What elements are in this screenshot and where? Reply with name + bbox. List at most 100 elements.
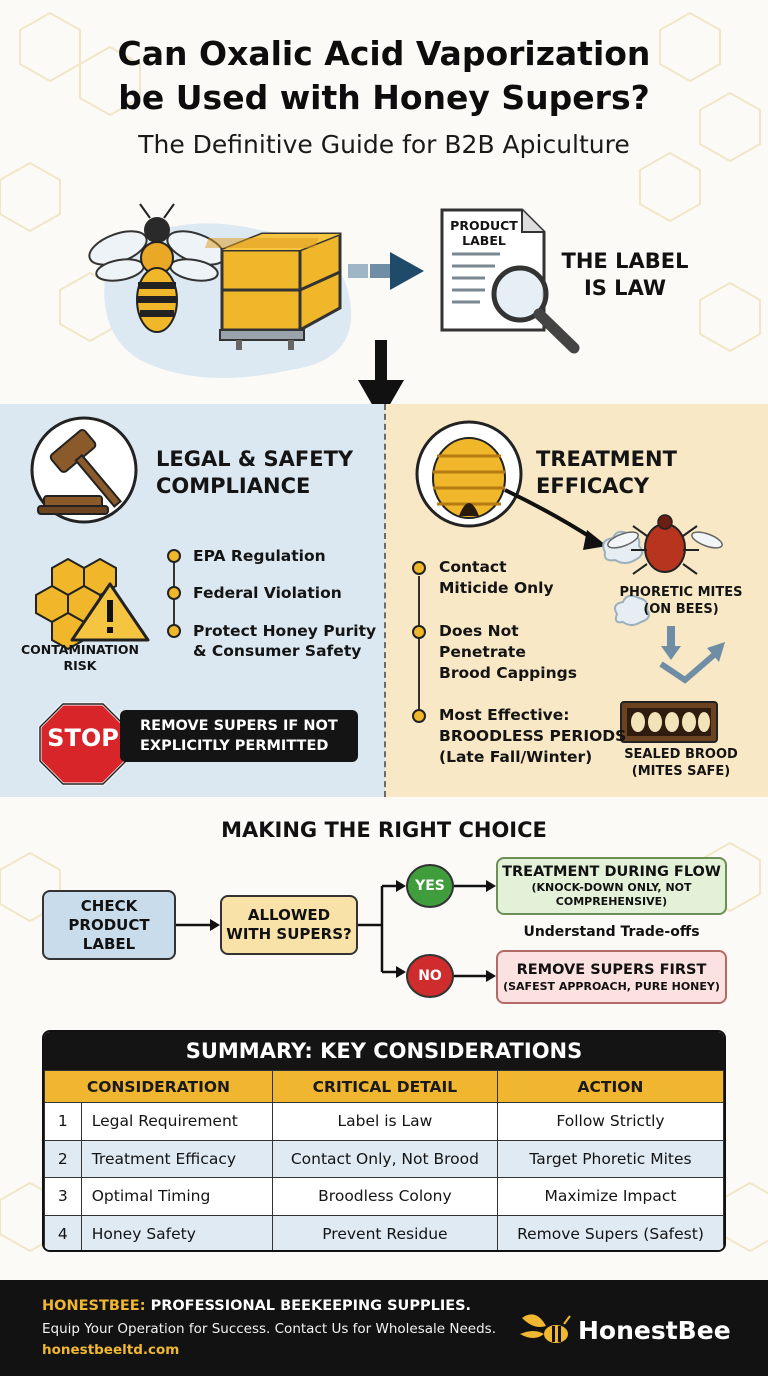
list-dot: [167, 624, 181, 638]
efficacy-heading-line-1: TREATMENT: [536, 447, 677, 471]
magnifier-icon: [491, 265, 580, 354]
row-action: Target Phoretic Mites: [496, 1139, 724, 1178]
summary-title: SUMMARY: KEY CONSIDERATIONS: [44, 1032, 724, 1070]
check-line-1: CHECK: [80, 896, 138, 915]
table-row: 4 Honey Safety Prevent Residue Remove Su…: [44, 1214, 724, 1250]
legal-heading-line-2: COMPLIANCE: [156, 474, 311, 498]
row-number: 4: [44, 1214, 82, 1250]
check-line-3: LABEL: [82, 934, 136, 953]
brood-frame-icon: [620, 701, 718, 743]
risk-line-1: CONTAMINATION: [20, 642, 139, 657]
item3-line-2: BROODLESS PERIODS: [439, 727, 627, 745]
footer-tagline: HONESTBEE: PROFESSIONAL BEEKEEPING SUPPL…: [42, 1298, 471, 1314]
stop-sign-text: STOP: [47, 724, 119, 752]
law-line-1: THE LABEL: [561, 249, 689, 273]
legal-heading: LEGAL & SAFETY COMPLIANCE: [156, 446, 353, 500]
summary-header-row: CONSIDERATION CRITICAL DETAIL ACTION: [44, 1070, 724, 1103]
row-action: Follow Strictly: [496, 1102, 724, 1141]
yes-note-line-2: COMPREHENSIVE): [555, 895, 668, 908]
doc-label-line-1: PRODUCT: [450, 218, 518, 233]
legal-item: Protect Honey Purity: [193, 622, 377, 640]
item1-line-2: Miticide Only: [439, 579, 554, 597]
contamination-risk: CONTAMINATION RISK: [18, 642, 142, 674]
item3-line-1: Most Effective:: [439, 706, 570, 724]
legal-item: EPA Regulation: [193, 547, 326, 565]
yes-title: TREATMENT DURING FLOW: [502, 864, 721, 880]
footer-url-link[interactable]: honestbeeltd.com: [42, 1342, 180, 1358]
yes-badge: YES: [406, 864, 454, 908]
allowed-line-2: WITH SUPERS?: [226, 925, 352, 943]
allowed-line-1: ALLOWED: [247, 906, 331, 924]
title-line-2: be Used with Honey Supers?: [118, 78, 650, 117]
efficacy-graphics: [415, 420, 725, 743]
table-row: 1 Legal Requirement Label is Law Follow …: [44, 1102, 724, 1141]
row-action: Remove Supers (Safest): [496, 1214, 724, 1250]
legal-item: Federal Violation: [193, 584, 342, 602]
mite-icon: [607, 514, 723, 575]
banner-line-2: EXPLICITLY PERMITTED: [140, 738, 329, 754]
efficacy-heading-line-2: EFFICACY: [536, 474, 650, 498]
summary-table: SUMMARY: KEY CONSIDERATIONS CONSIDERATIO…: [42, 1030, 726, 1252]
list-dot: [412, 625, 426, 639]
item3-line-3: (Late Fall/Winter): [439, 748, 593, 766]
remove-supers-first-box: REMOVE SUPERS FIRST (SAFEST APPROACH, PU…: [496, 950, 727, 1004]
remove-supers-banner: REMOVE SUPERS IF NOT EXPLICITLY PERMITTE…: [120, 710, 358, 762]
arrow-down-icon: [358, 340, 404, 420]
efficacy-item-3: Most Effective: BROODLESS PERIODS (Late …: [439, 705, 626, 768]
list-dot: [167, 549, 181, 563]
row-detail: Broodless Colony: [271, 1177, 498, 1216]
row-consideration: Honey Safety: [80, 1214, 273, 1250]
stop-sign-icon: [38, 702, 128, 786]
legal-item: & Consumer Safety: [193, 642, 362, 660]
check-line-2: PRODUCT: [68, 915, 150, 934]
page-title: Can Oxalic Acid Vaporization be Used wit…: [0, 32, 768, 120]
mites-line-1: PHORETIC MITES: [619, 585, 743, 600]
phoretic-mites-caption: PHORETIC MITES (ON BEES): [606, 584, 756, 618]
risk-line-2: RISK: [63, 658, 97, 673]
item2-line-3: Brood Cappings: [439, 664, 577, 682]
row-number: 3: [44, 1177, 82, 1216]
allowed-with-supers-box: ALLOWED WITH SUPERS?: [220, 895, 358, 955]
mites-line-2: (ON BEES): [643, 602, 719, 617]
understand-tradeoffs: Understand Trade-offs: [523, 924, 700, 940]
footer: [0, 1280, 768, 1376]
row-consideration: Treatment Efficacy: [80, 1139, 273, 1178]
flow-title: MAKING THE RIGHT CHOICE: [221, 818, 547, 842]
row-consideration: Legal Requirement: [80, 1102, 273, 1141]
yes-note-line-1: (KNOCK-DOWN ONLY, NOT: [531, 881, 692, 894]
col-header: ACTION: [496, 1070, 724, 1103]
brood-line-2: (MITES SAFE): [631, 764, 731, 779]
row-number: 2: [44, 1139, 82, 1178]
flow-connectors: [176, 880, 496, 982]
label-is-law: THE LABEL IS LAW: [552, 248, 698, 302]
footer-tagline-text: PROFESSIONAL BEEKEEPING SUPPLIES.: [150, 1298, 472, 1314]
sealed-brood-caption: SEALED BROOD (MITES SAFE): [606, 746, 756, 780]
table-row: 3 Optimal Timing Broodless Colony Maximi…: [44, 1177, 724, 1216]
footer-brand: HONESTBEE:: [42, 1298, 146, 1314]
treatment-arrows: [659, 626, 725, 684]
col-header: CRITICAL DETAIL: [271, 1070, 498, 1103]
doc-label: PRODUCT LABEL: [446, 218, 522, 248]
list-dot: [412, 561, 426, 575]
row-number: 1: [44, 1102, 82, 1141]
efficacy-item-1: Contact Miticide Only: [439, 557, 554, 599]
legal-graphics: [30, 416, 175, 786]
no-title: REMOVE SUPERS FIRST: [516, 961, 707, 978]
panel-divider: [384, 404, 386, 797]
doc-label-line-2: LABEL: [462, 233, 506, 248]
legal-heading-line-1: LEGAL & SAFETY: [156, 447, 354, 471]
brood-line-1: SEALED BROOD: [624, 747, 738, 762]
row-action: Maximize Impact: [496, 1177, 724, 1216]
footer-logo-text: HonestBee: [578, 1316, 731, 1345]
no-badge: NO: [406, 954, 454, 998]
treatment-during-flow-box: TREATMENT DURING FLOW (KNOCK-DOWN ONLY, …: [496, 857, 727, 915]
gavel-icon: [30, 416, 138, 524]
row-consideration: Optimal Timing: [80, 1177, 273, 1216]
row-detail: Prevent Residue: [271, 1214, 498, 1250]
list-dot: [167, 586, 181, 600]
item2-line-2: Penetrate: [439, 643, 526, 661]
logo-bee-icon: [520, 1314, 571, 1343]
row-detail: Contact Only, Not Brood: [271, 1139, 498, 1178]
efficacy-item-2: Does Not Penetrate Brood Cappings: [439, 621, 577, 684]
law-line-2: IS LAW: [583, 276, 667, 300]
